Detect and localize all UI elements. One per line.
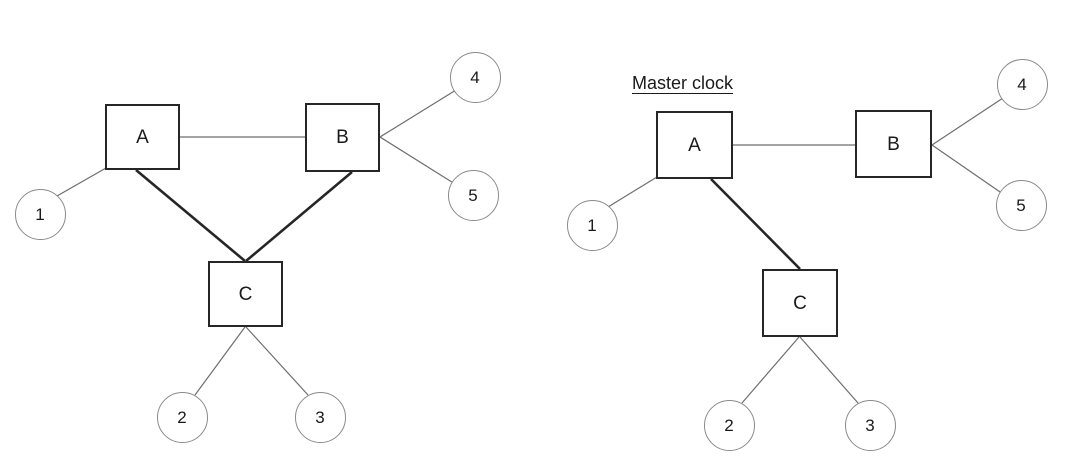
node-label: C <box>238 283 253 305</box>
leaf-label: 4 <box>470 67 480 87</box>
node-right-C[interactable]: C <box>762 269 838 337</box>
leaf-label: 5 <box>1016 195 1026 215</box>
node-right-A[interactable]: A <box>656 111 733 179</box>
leaf-label: 2 <box>724 415 734 435</box>
edge-left-1-to-A <box>56 167 107 197</box>
edge-right-C-to-3 <box>799 336 859 404</box>
node-label: C <box>793 292 807 314</box>
node-left-B[interactable]: B <box>305 103 380 172</box>
leaf-left-2[interactable]: 2 <box>156 391 208 443</box>
edge-left-C-to-3 <box>245 326 309 396</box>
node-label: B <box>336 127 349 148</box>
annotation-master-clock: Master clock <box>632 73 734 93</box>
node-label: A <box>688 134 701 156</box>
edge-left-B-to-C <box>245 171 353 262</box>
leaf-left-4[interactable]: 4 <box>449 51 501 103</box>
node-right-B[interactable]: B <box>855 110 932 178</box>
edge-right-A-to-C <box>710 178 801 270</box>
leaf-left-3[interactable]: 3 <box>294 391 346 443</box>
leaf-label: 4 <box>1017 74 1027 94</box>
edge-right-B-to-4 <box>931 97 1004 146</box>
edge-right-C-to-2 <box>741 336 800 404</box>
leaf-left-1[interactable]: 1 <box>14 188 66 240</box>
edge-left-C-to-2 <box>194 326 246 396</box>
edge-right-B-to-5 <box>931 144 1004 195</box>
node-left-A[interactable]: A <box>105 104 180 170</box>
leaf-label: 1 <box>587 215 597 235</box>
leaf-label: 1 <box>35 204 45 224</box>
edge-left-A-to-C <box>135 169 246 262</box>
leaf-left-5[interactable]: 5 <box>447 169 499 221</box>
leaf-right-1[interactable]: 1 <box>566 199 618 251</box>
leaf-label: 2 <box>177 407 187 427</box>
leaf-right-3[interactable]: 3 <box>844 399 896 451</box>
leaf-right-4[interactable]: 4 <box>996 58 1048 110</box>
edge-right-1-to-A <box>607 176 658 208</box>
node-label: B <box>887 133 900 155</box>
leaf-label: 3 <box>315 407 325 427</box>
edge-left-B-to-4 <box>379 89 457 138</box>
leaf-right-2[interactable]: 2 <box>703 399 755 451</box>
edge-left-B-to-5 <box>379 136 456 185</box>
leaf-label: 3 <box>865 415 875 435</box>
leaf-label: 5 <box>468 185 478 205</box>
leaf-right-5[interactable]: 5 <box>995 179 1047 231</box>
node-label: A <box>136 126 149 148</box>
node-left-C[interactable]: C <box>208 261 283 327</box>
